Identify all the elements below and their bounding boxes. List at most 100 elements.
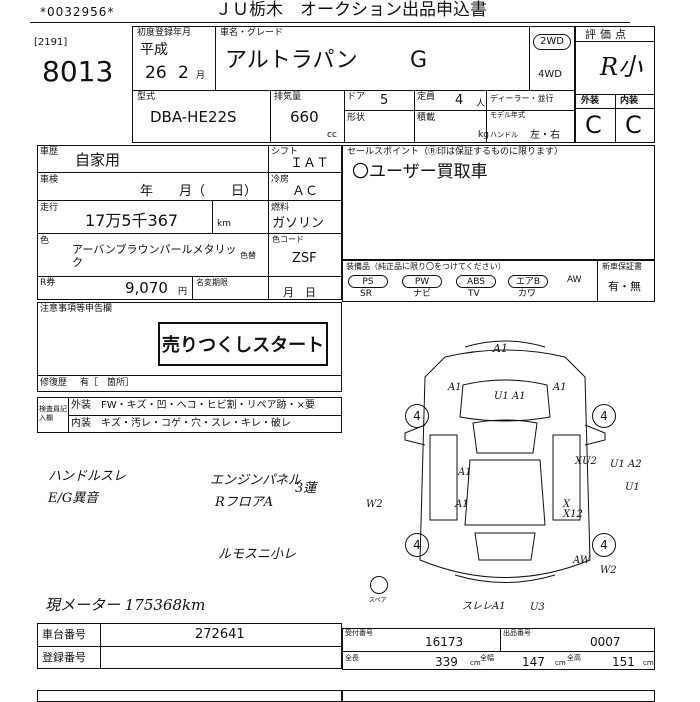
ann-3: A1 [448,382,462,393]
width-unit: cm [555,659,566,667]
mileage-label: 走行 [40,203,59,213]
tax-date: 月 日 [283,286,316,299]
sales-point: 〇ユーザー買取車 [352,162,488,182]
hand-note-3: エンジンパネル [210,473,302,488]
hand-note-1: ハンドルスレ [48,469,127,484]
reg-year: 26 [145,63,167,83]
ann-1: A1 [493,342,508,355]
ann-8: U1 A2 [610,459,642,470]
ann-14: スレレA1 [462,601,506,612]
wheel-rear-left-icon: 4 [405,533,429,557]
form-title: ＪＵ栃木 オークション出品申込書 [215,0,487,20]
rating-score: R小 [600,53,643,81]
sales-stamp: 売りつくしスタート [158,322,328,366]
ann-16: W2 [600,565,617,576]
tax-label: 名変期限 [196,278,228,287]
load-unit: kg [478,130,489,140]
usage-label: 車歴 [40,147,59,157]
ann-6: A1 [455,499,469,510]
equipment-label: 装備品（純正品に限り〇をつけてください） [346,262,506,271]
equip-aw: AW [567,275,582,285]
width: 147 [522,655,545,669]
height-unit: cm [643,659,654,667]
wheel-front-right-icon: 4 [592,404,616,428]
equip-sr: SR [360,289,372,299]
drive-4wd: 4WD [538,69,562,80]
exterior-defects: 外装 FW・キズ・凹・ヘコ・ヒビ割・リペア跡・×要 [71,400,316,411]
shaken-date: 年 月（ 日） [140,184,258,199]
hand-note-5: 3蓮 [295,481,317,496]
length-unit: cm [470,659,481,667]
length-label: 全長 [345,654,359,662]
height-label: 全高 [567,654,581,662]
serial-number: *0032956* [40,5,115,19]
notes-label: 注意事項等申告欄 [40,304,113,314]
reg-number-label: 登録番号 [42,651,86,664]
ac: ＡＣ [292,184,319,199]
doors-label: ドア [347,92,366,102]
car-grade: G [410,48,428,73]
sales-point-box [342,145,655,260]
ann-10: X X12 [563,499,583,520]
equip-pw: PW [402,275,442,288]
ann-9: W2 [366,499,383,510]
color-label: 色 [40,236,50,246]
ann-13: U3 [530,602,545,613]
equip-ps: PS [348,275,388,288]
lot-info-table [342,628,655,670]
doors: 5 [380,93,389,108]
equip-abs: ABS [456,275,496,288]
shift-label: シフト [271,147,299,157]
interior-defects: 内装 キズ・汚レ・コゲ・穴・スレ・キレ・破レ [71,418,291,429]
capacity: 4 [455,93,464,108]
color-name: アーバンブラウンパールメタリック [72,243,237,269]
width-label: 全幅 [480,654,494,662]
ann-4: A1 [553,382,567,393]
bottom-box-left [37,690,342,702]
era: 平成 [140,42,168,58]
model-label: 型式 [137,92,156,102]
interior-label: 内装 [620,96,639,106]
listing-number: 0007 [590,635,621,649]
car-name: アルトラパン [225,48,358,73]
ac-label: 冷房 [271,175,290,185]
ann-7: XU2 [575,456,597,467]
lot-code: [2191] [34,37,68,48]
rating-label: 評価点 [585,28,630,41]
vin-label: 車台番号 [42,628,86,641]
wheel-front-left-icon: 4 [405,404,429,428]
wheel-rear-right-icon: 4 [592,533,616,557]
ann-12: U1 [625,482,640,493]
first-reg-label: 初度登録年月 [137,28,192,38]
hand-note-4: RフロアA [215,495,274,510]
lot-number: 8013 [42,55,114,88]
color-code-label: 色コード [272,235,304,244]
interior-grade: C [625,111,642,139]
color-code: ZSF [292,251,317,266]
displacement-unit: cc [327,130,337,140]
model-year-label: モデル年式 [490,111,525,119]
bottom-box-right [342,690,655,702]
hand-note-6: ルモスニ小レ [218,547,297,562]
history-label: 形状 [347,113,366,123]
handle-label: ハンドル [490,131,518,139]
ann-spare: スペア [369,597,387,604]
hand-note-2: E/G異音 [48,491,99,506]
model-code: DBA-HE22S [150,108,237,126]
new-warranty: 有・無 [608,280,641,293]
repair-value: 有［ 箇所］ [80,378,135,388]
exterior-label: 外装 [581,96,600,106]
displacement: 660 [290,108,319,126]
capacity-label: 定員 [417,92,436,102]
recycle-unit: 円 [178,287,188,297]
reg-month: 2 [178,63,189,83]
shaken-label: 車検 [40,175,59,185]
color-change-label: 色替 [240,251,256,260]
usage: 自家用 [75,151,121,169]
ann-11: AW [573,555,591,566]
listing-label: 出品番号 [503,629,531,637]
drive-2wd: 2WD [533,34,571,50]
car-damage-diagram [404,340,606,583]
mileage: 17万5千367 [85,211,179,230]
fuel-label: 燃料 [271,203,290,213]
